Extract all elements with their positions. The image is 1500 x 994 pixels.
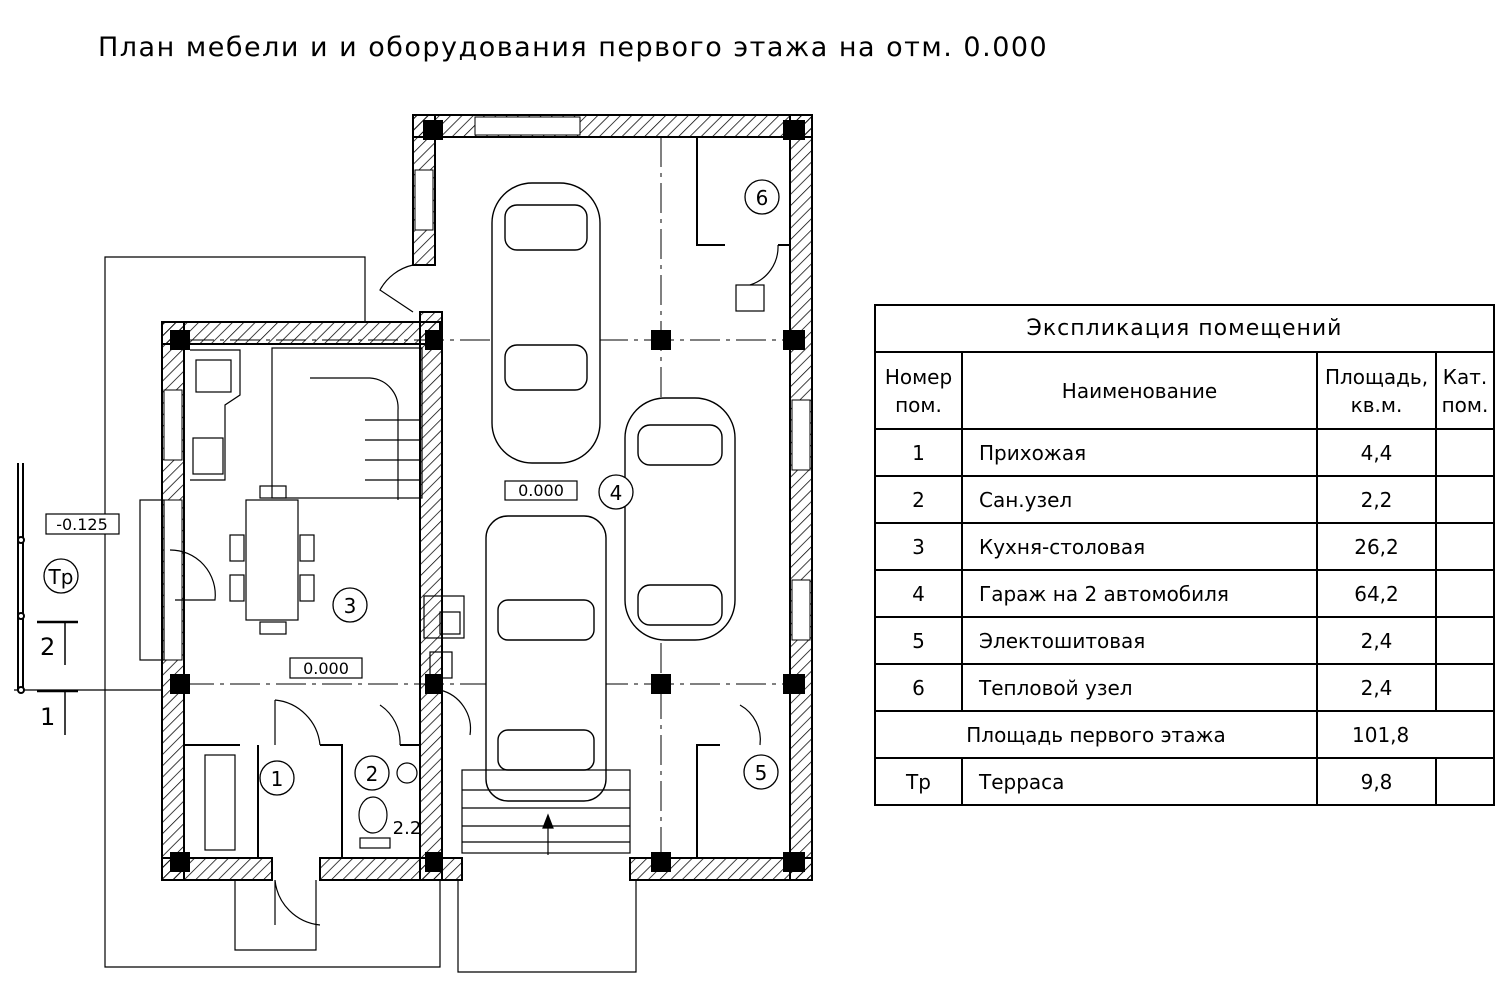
total-area: 101,8 xyxy=(1316,710,1495,759)
cell-category xyxy=(1435,757,1495,806)
columns xyxy=(170,120,805,872)
header-area: Площадь, кв.м. xyxy=(1316,351,1437,430)
cell-number: 5 xyxy=(874,616,963,665)
terrace-railing xyxy=(17,463,25,694)
cell-name: Сан.узел xyxy=(961,475,1318,524)
cell-category xyxy=(1435,428,1495,477)
level-terrace: -0.125 xyxy=(56,515,108,534)
cell-name: Тепловой узел xyxy=(961,663,1318,712)
room-markers xyxy=(43,179,780,796)
cell-number: 4 xyxy=(874,569,963,618)
stairs xyxy=(271,347,423,500)
cell-number: 3 xyxy=(874,522,963,571)
kitchen-furniture xyxy=(139,349,315,661)
cell-category xyxy=(1435,522,1495,571)
fixtures xyxy=(204,284,765,851)
cell-name: Прихожая xyxy=(961,428,1318,477)
cars xyxy=(485,182,736,802)
table-caption: Экспликация помещений xyxy=(874,304,1495,353)
cell-category xyxy=(1435,569,1495,618)
room-marker-2: 2 xyxy=(366,762,379,786)
cell-category xyxy=(1435,616,1495,665)
section-mark-2: 2 xyxy=(40,633,55,661)
partitions xyxy=(184,137,790,858)
doors xyxy=(169,244,779,926)
room-marker-6: 6 xyxy=(756,186,769,210)
cell-number: Тр xyxy=(874,757,963,806)
section-marks xyxy=(37,620,78,735)
section-mark-1: 1 xyxy=(40,703,55,731)
cell-area: 26,2 xyxy=(1316,522,1437,571)
cell-category xyxy=(1435,663,1495,712)
cell-area: 64,2 xyxy=(1316,569,1437,618)
level-kitchen: 0.000 xyxy=(303,659,349,678)
drawing-title: План мебели и и оборудования первого эта… xyxy=(98,32,1049,63)
header-category: Кат. пом. xyxy=(1435,351,1495,430)
cell-area: 2,4 xyxy=(1316,663,1437,712)
room-explication-table: Экспликация помещений Номер пом. Наимено… xyxy=(874,304,1495,806)
cell-area: 2,4 xyxy=(1316,616,1437,665)
cell-name: Гараж на 2 автомобиля xyxy=(961,569,1318,618)
header-number: Номер пом. xyxy=(874,351,963,430)
room-marker-5: 5 xyxy=(755,761,768,785)
header-name: Наименование xyxy=(961,351,1318,430)
total-label: Площадь первого этажа xyxy=(874,710,1318,759)
cell-area: 2,2 xyxy=(1316,475,1437,524)
cell-area: 4,4 xyxy=(1316,428,1437,477)
room-marker-4: 4 xyxy=(610,481,623,505)
ramp xyxy=(457,769,637,973)
dimension-note: 2.2 xyxy=(393,818,422,839)
cell-area: 9,8 xyxy=(1316,757,1437,806)
level-garage: 0.000 xyxy=(518,481,564,500)
cell-number: 2 xyxy=(874,475,963,524)
cell-name: Кухня-столовая xyxy=(961,522,1318,571)
cell-name: Терраса xyxy=(961,757,1318,806)
cell-number: 6 xyxy=(874,663,963,712)
room-marker-1: 1 xyxy=(271,767,284,791)
cell-name: Электошитовая xyxy=(961,616,1318,665)
room-marker-terrace: Тр xyxy=(48,565,74,589)
room-marker-3: 3 xyxy=(344,594,357,618)
cell-category xyxy=(1435,475,1495,524)
cell-number: 1 xyxy=(874,428,963,477)
